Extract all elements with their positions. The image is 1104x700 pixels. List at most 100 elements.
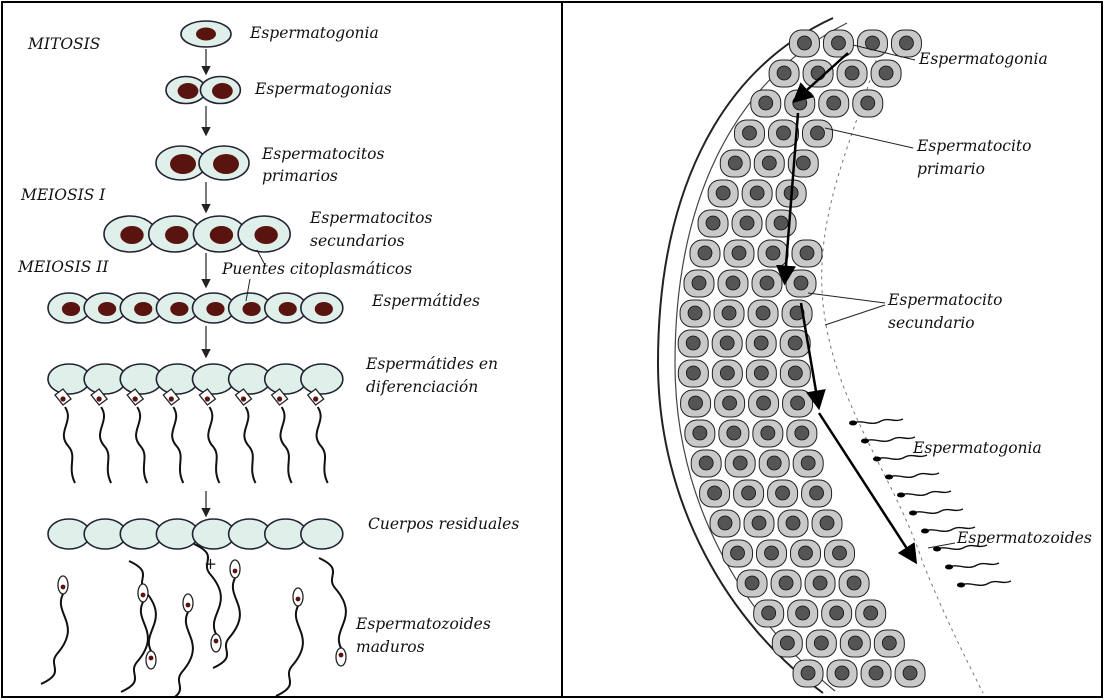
spermatid-tail (100, 407, 111, 483)
tissue-nucleus (723, 396, 737, 410)
label-primary-line1: Espermatocitos (262, 144, 384, 164)
tissue-nucleus (686, 366, 700, 380)
tissue-nucleus (827, 96, 841, 110)
tissue-sperm-tail (853, 419, 903, 423)
tissue-sperm-head (921, 529, 929, 534)
label-cytoplasmic-bridges: Puentes citoplasmáticos (222, 259, 412, 279)
tissue-nucleus (740, 216, 754, 230)
tissue-nucleus (797, 36, 811, 50)
spermatid-nucleus (277, 396, 282, 401)
label-spermatogonias: Espermatogonias (255, 79, 392, 99)
tissue-label-primary-line1: Espermatocito (917, 136, 1031, 156)
differentiating-spermatids (48, 364, 343, 394)
primary-spermatocytes (156, 146, 249, 180)
primary-spermatocytes-nucleus (170, 154, 196, 174)
tissue-nucleus (762, 156, 776, 170)
tissue-nucleus (698, 246, 712, 260)
tissue-nucleus (761, 426, 775, 440)
leader-line (928, 543, 955, 548)
tissue-nucleus (796, 606, 810, 620)
stage-label-meiosis-1: MEIOSIS I (21, 186, 105, 204)
secondary-spermatocytes-nucleus (210, 226, 233, 244)
tissue-nucleus (757, 396, 771, 410)
tissue-nucleus (899, 36, 913, 50)
differentiating-spermatids-cell (301, 364, 343, 394)
tissue-label-spermatogonia-top: Espermatogonia (919, 49, 1048, 69)
tissue-nucleus (791, 396, 805, 410)
tissue-nucleus (689, 396, 703, 410)
tissue-nucleus (800, 246, 814, 260)
tissue-nucleus (833, 546, 847, 560)
label-residual-bodies: Cuerpos residuales (368, 514, 519, 534)
tissue-nucleus (879, 66, 893, 80)
label-differentiating-line1: Espermátides en (366, 354, 498, 374)
tissue-nucleus (864, 606, 878, 620)
spermatids-row-nucleus (206, 302, 224, 316)
spermatozoon-tail (213, 578, 240, 668)
tissue-sperm-tail (961, 581, 1011, 585)
tissue-nucleus (835, 666, 849, 680)
tissue-nucleus (793, 96, 807, 110)
spermatozoon-tail (121, 602, 148, 692)
leader-line (825, 305, 885, 325)
spermatid-tail (244, 407, 255, 483)
tissue-nucleus (754, 336, 768, 350)
left-panel-schematic: MITOSIS MEIOSIS I MEIOSIS II Espermatogo… (1, 1, 563, 698)
tissue-nucleus (811, 66, 825, 80)
secondary-spermatocytes-nucleus (120, 226, 143, 244)
tissue-nucleus (794, 276, 808, 290)
tissue-nucleus (760, 276, 774, 290)
leader-line (808, 293, 885, 303)
spermatozoon-nucleus (296, 597, 301, 602)
tissue-label-spermatogonia-mid: Espermatogonia (913, 438, 1042, 458)
tissue-nucleus (774, 216, 788, 230)
tissue-sperm-head (957, 583, 965, 588)
tissue-nucleus (762, 606, 776, 620)
tissue-nucleus (796, 156, 810, 170)
tissue-nucleus (847, 576, 861, 590)
tissue-sperm-head (885, 475, 893, 480)
tissue-nucleus (777, 126, 791, 140)
label-primary-line2: primarios (262, 166, 338, 186)
tissue-nucleus (743, 126, 757, 140)
tissue-nucleus (759, 96, 773, 110)
tissue-sperm-head (909, 511, 917, 516)
residual-bodies-cell (301, 519, 343, 549)
spermatogonia-pair-nucleus (178, 83, 199, 99)
spermatozoon-nucleus (339, 653, 344, 658)
tissue-nucleus (765, 546, 779, 560)
tissue-nucleus (845, 66, 859, 80)
tissue-label-secondary-line2: secundario (888, 313, 975, 333)
tissue-nucleus (811, 126, 825, 140)
tissue-nucleus (752, 516, 766, 530)
tissue-nucleus (706, 216, 720, 230)
label-spermatogonia: Espermatogonia (250, 23, 379, 43)
spermatozoon-tail (41, 594, 68, 684)
tissue-sperm-head (849, 421, 857, 426)
tissue-nucleus (727, 426, 741, 440)
spermatozoon-nucleus (186, 603, 191, 608)
spermatid-tail (280, 407, 291, 483)
tissue-nucleus (814, 636, 828, 650)
tissue-label-secondary-line1: Espermatocito (888, 290, 1002, 310)
spermatids-row-nucleus (279, 302, 297, 316)
tissue-nucleus (810, 486, 824, 500)
tissue-nucleus (726, 276, 740, 290)
tissue-nucleus (686, 336, 700, 350)
tissue-nucleus (813, 576, 827, 590)
spermatozoon-tail (276, 606, 303, 696)
spermatids-row-nucleus (315, 302, 333, 316)
tissue-sperm-head (945, 565, 953, 570)
spermatids-row-nucleus (62, 302, 80, 316)
tissue-nucleus (745, 576, 759, 590)
spermatids-row (48, 293, 343, 323)
tissue-nucleus (848, 636, 862, 650)
tissue-nucleus (720, 366, 734, 380)
tissue-sperm-head (873, 457, 881, 462)
tissue-nucleus (766, 246, 780, 260)
secondary-spermatocytes-nucleus (165, 226, 188, 244)
tissue-nucleus (820, 516, 834, 530)
tissue-nucleus (801, 456, 815, 470)
label-secondary-line2: secundarios (310, 231, 405, 251)
